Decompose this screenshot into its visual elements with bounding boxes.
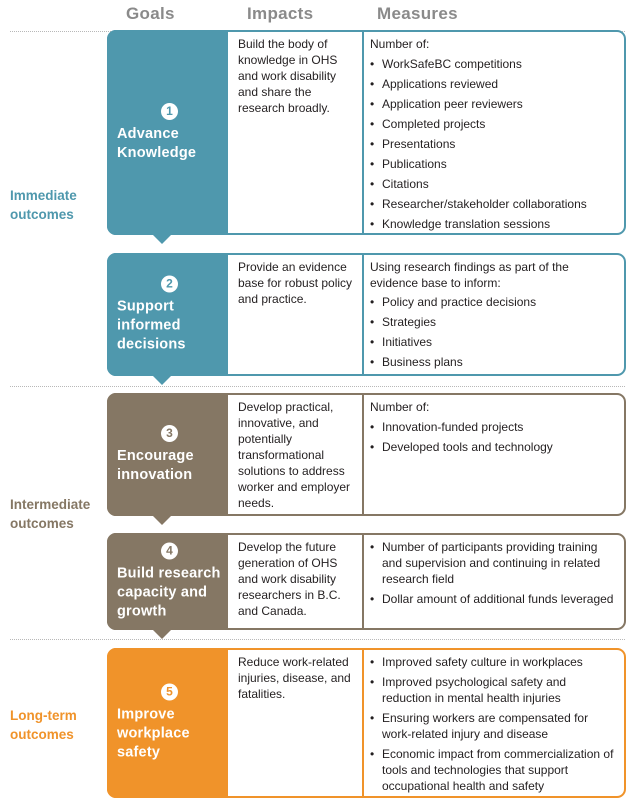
goal-box: 4 Build research capacity and growth — [107, 533, 228, 630]
goals-header: Goals — [126, 4, 175, 23]
measure-item: Publications — [368, 156, 618, 172]
measures-header: Measures — [377, 4, 458, 23]
impact-text: Develop the future generation of OHS and… — [238, 540, 341, 618]
measure-item: WorkSafeBC competitions — [368, 56, 618, 72]
measures-list: Policy and practice decisions Strategies… — [368, 294, 618, 370]
measures-cell: Using research findings as part of the e… — [368, 259, 618, 370]
measure-item: Number of participants providing trainin… — [368, 539, 618, 587]
measure-item: Knowledge translation sessions — [368, 216, 618, 232]
goal-title: Build research capacity and growth — [117, 565, 221, 619]
goal-row-improve-workplace-safety: 5 Improve workplace safety Reduce work-r… — [107, 648, 626, 798]
section-label-intermediate: Intermediate outcomes — [10, 497, 91, 531]
separator-immediate-intermediate — [10, 386, 625, 387]
goal-number-badge: 3 — [161, 424, 178, 442]
goal-number-badge: 2 — [161, 275, 178, 292]
measure-item: Initiatives — [368, 334, 618, 350]
measure-item: Dollar amount of additional funds levera… — [368, 591, 618, 607]
measures-intro: Number of: — [370, 37, 430, 51]
measures-intro: Number of: — [370, 400, 430, 414]
goal-row-build-research-capacity: 4 Build research capacity and growth Dev… — [107, 533, 626, 639]
measure-item: Strategies — [368, 314, 618, 330]
measures-cell: Number of: WorkSafeBC competitions Appli… — [368, 36, 618, 232]
measures-list: Improved safety culture in workplaces Im… — [368, 654, 618, 794]
measures-cell: Improved safety culture in workplaces Im… — [368, 654, 618, 794]
measure-item: Policy and practice decisions — [368, 294, 618, 310]
down-arrow-icon — [151, 233, 173, 244]
separator-intermediate-longterm — [10, 639, 625, 640]
column-divider — [362, 395, 364, 514]
goal-row-support-informed-decisions: 2 Support informed decisions Provide an … — [107, 253, 626, 385]
measures-list: Innovation-funded projects Developed too… — [368, 419, 618, 455]
measure-item: Applications reviewed — [368, 76, 618, 92]
measure-item: Improved safety culture in workplaces — [368, 654, 618, 670]
measure-item: Economic impact from commercialization o… — [368, 746, 618, 794]
column-divider — [362, 32, 364, 233]
goal-box: 5 Improve workplace safety — [107, 648, 228, 798]
section-label-immediate: Immediate outcomes — [10, 188, 77, 222]
goal-row-encourage-innovation: 3 Encourage innovation Develop practical… — [107, 393, 626, 525]
impact-text: Build the body of knowledge in OHS and w… — [238, 37, 338, 115]
goal-box: 3 Encourage innovation — [107, 393, 228, 516]
measures-list: Number of participants providing trainin… — [368, 539, 618, 607]
measure-item: Improved psychological safety and reduct… — [368, 674, 618, 706]
measure-item: Business plans — [368, 354, 618, 370]
goal-title: Encourage innovation — [117, 447, 194, 483]
down-arrow-icon — [151, 628, 173, 639]
impact-text: Reduce work-related injuries, disease, a… — [238, 655, 351, 701]
column-divider — [362, 255, 364, 374]
goal-box: 2 Support informed decisions — [107, 253, 228, 376]
goal-title: Advance Knowledge — [117, 125, 197, 161]
measure-item: Developed tools and technology — [368, 439, 618, 455]
measure-item: Completed projects — [368, 116, 618, 132]
column-divider — [362, 650, 364, 796]
goal-row-advance-knowledge: 1 Advance Knowledge Build the body of kn… — [107, 30, 626, 244]
measure-item: Researcher/stakeholder collaborations — [368, 196, 618, 212]
goal-number-badge: 4 — [161, 542, 178, 559]
impact-text: Provide an evidence base for robust poli… — [238, 260, 353, 306]
goal-title: Support informed decisions — [117, 298, 186, 352]
goal-title: Improve workplace safety — [117, 706, 190, 761]
measures-cell: Number of participants providing trainin… — [368, 539, 618, 607]
goal-number-badge: 5 — [161, 683, 178, 701]
down-arrow-icon — [151, 374, 173, 385]
measure-item: Presentations — [368, 136, 618, 152]
measure-item: Innovation-funded projects — [368, 419, 618, 435]
measures-list: WorkSafeBC competitions Applications rev… — [368, 56, 618, 232]
measure-item: Application peer reviewers — [368, 96, 618, 112]
impacts-header: Impacts — [247, 4, 314, 23]
measure-item: Citations — [368, 176, 618, 192]
goal-number-badge: 1 — [161, 102, 178, 120]
goal-box: 1 Advance Knowledge — [107, 30, 228, 235]
column-divider — [362, 535, 364, 628]
measures-cell: Number of: Innovation-funded projects De… — [368, 399, 618, 455]
measure-item: Ensuring workers are compensated for wor… — [368, 710, 618, 742]
down-arrow-icon — [151, 514, 173, 525]
section-label-longterm: Long-term outcomes — [10, 708, 77, 742]
impact-text: Develop practical, innovative, and poten… — [238, 400, 351, 510]
measures-intro: Using research findings as part of the e… — [370, 260, 569, 290]
